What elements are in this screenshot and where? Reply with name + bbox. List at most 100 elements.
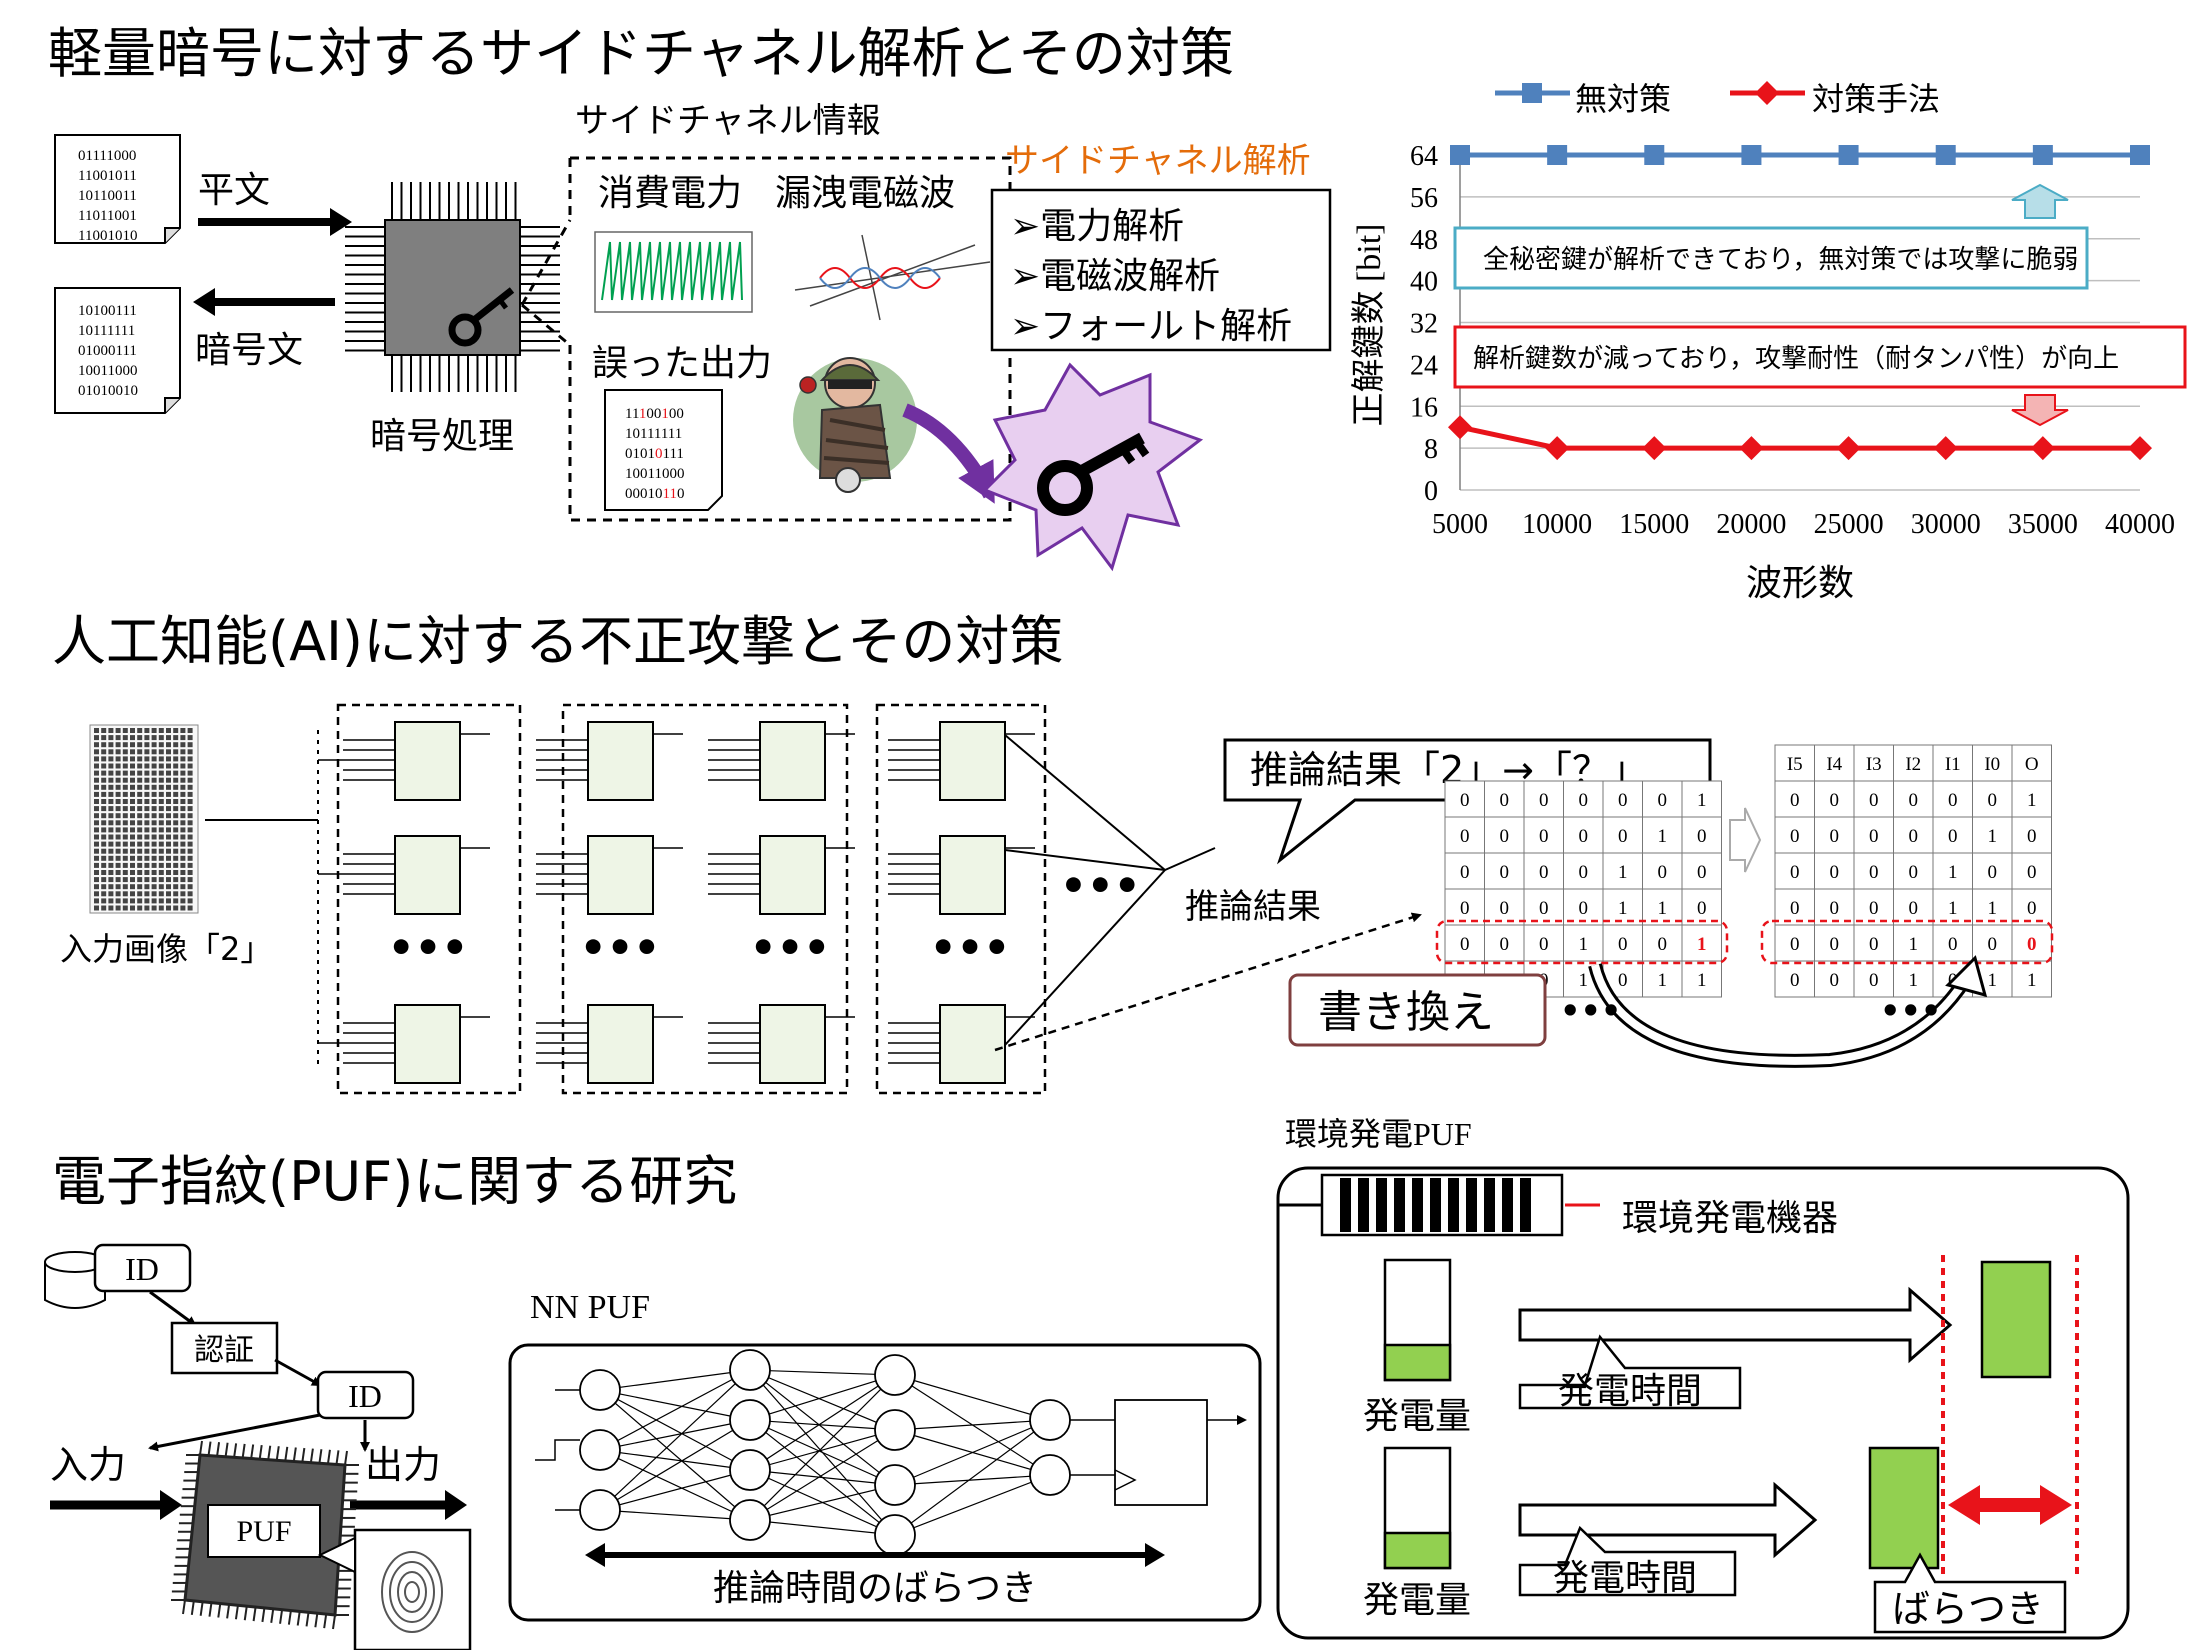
table-cell: 0 — [1988, 934, 1998, 955]
input-image-label: 入力画像「2」 — [60, 930, 272, 968]
table-cell: 0 — [1460, 790, 1470, 811]
variation-arrow-left — [585, 1543, 605, 1567]
table-cell: 0 — [1790, 970, 1800, 991]
nn-ellipsis: ••• — [930, 923, 1011, 972]
ciphertext-bits: 10100111 — [78, 303, 137, 319]
fingerprint-icon — [381, 1551, 443, 1633]
nnpuf-neuron — [729, 1399, 771, 1441]
nn-neuron-unit — [939, 721, 1006, 801]
variation-arrow-right-head — [2040, 1485, 2072, 1525]
chart-y-tick-label: 0 — [1424, 476, 1438, 507]
table-cell: 0 — [1830, 898, 1840, 919]
nn-neuron-unit — [394, 721, 461, 801]
nn-neuron-unit — [759, 721, 826, 801]
nn-neuron-unit — [939, 1004, 1006, 1084]
energy-harvester-icon — [1320, 1173, 1564, 1237]
sidechannel-info-label: サイドチャネル情報 — [575, 101, 881, 141]
table-cell: 0 — [1790, 862, 1800, 883]
crypto-chip — [345, 182, 560, 392]
analysis-item-power: ➢電力解析 — [1010, 206, 1184, 247]
table-cell: 1 — [1988, 826, 1998, 847]
power-waveform — [594, 231, 753, 313]
chart-point — [1741, 145, 1762, 165]
chart-annotation-resistant — [1453, 325, 2187, 389]
section3-title: 電子指紋(PUF)に関する研究 — [52, 1150, 737, 1213]
ciphertext-bits: 01000111 — [78, 343, 137, 359]
section2-title: 人工知能(AI)に対する不正攻撃とその対策 — [52, 610, 1063, 673]
table-cell: 0 — [1500, 790, 1510, 811]
em-label: 漏洩電磁波 — [775, 173, 955, 214]
table-cell: 1 — [1909, 970, 1919, 991]
chart-point — [2032, 145, 2053, 165]
nnpuf-neuron — [874, 1354, 916, 1396]
table-cell: 0 — [1790, 898, 1800, 919]
chart-x-tick-label: 30000 — [1911, 509, 1981, 540]
nnpuf-neuron — [729, 1499, 771, 1541]
table-cell: 0 — [2027, 826, 2037, 847]
processing-label: 暗号処理 — [370, 416, 514, 457]
nnpuf-neuron — [1029, 1399, 1071, 1441]
chart-point — [1547, 145, 1568, 165]
nn-neuron-unit — [759, 1004, 826, 1084]
table-cell: 0 — [1539, 898, 1549, 919]
nn-neuron-unit — [394, 1004, 461, 1084]
table-cell: 1 — [2027, 970, 2037, 991]
variation-arrow-left-head — [1948, 1485, 1980, 1525]
table-cell: 0 — [1697, 826, 1707, 847]
table-cell: 0 — [1539, 862, 1549, 883]
table-cell: 1 — [2027, 790, 2037, 811]
nnpuf-neuron — [579, 1429, 621, 1471]
input-label: 入力 — [50, 1443, 126, 1487]
table-cell: 1 — [1658, 898, 1668, 919]
time-arrow-1 — [1518, 1286, 1953, 1364]
id-box-chip — [316, 1370, 415, 1420]
table-cell: 0 — [1539, 826, 1549, 847]
nn-neuron-unit — [587, 721, 654, 801]
table-cell: 1 — [1579, 934, 1589, 955]
big-key-icon — [1037, 432, 1150, 516]
table-cell: I1 — [1945, 754, 1961, 775]
table-cell: 0 — [1697, 898, 1707, 919]
table-cell: 0 — [1869, 970, 1879, 991]
inference-result-label: 推論結果 — [1185, 887, 1321, 927]
chart-y-tick-label: 32 — [1410, 309, 1438, 340]
table-cell: 0 — [1500, 826, 1510, 847]
table-cell: I5 — [1787, 754, 1803, 775]
table-cell: 0 — [1909, 826, 1919, 847]
table-cell: 0 — [1790, 790, 1800, 811]
nn-neuron-unit — [587, 835, 654, 915]
chart-point — [1933, 436, 1958, 461]
power-time-label-1: 発電時間 — [1558, 1371, 1702, 1412]
down-arrow-icon — [2011, 394, 2069, 427]
chart-point — [2128, 436, 2152, 461]
section1-title: 軽量暗号に対するサイドチャネル解析とその対策 — [48, 22, 1234, 85]
table-cell: 0 — [1909, 898, 1919, 919]
steal-arrow — [902, 403, 997, 504]
chart-y-tick-label: 56 — [1410, 183, 1438, 214]
table-cell: 1 — [1988, 898, 1998, 919]
chart-point — [2030, 436, 2055, 461]
input-image-2 — [89, 724, 199, 914]
nn-layer-block — [875, 703, 1047, 1095]
nn-variation-label: 推論時間のばらつき — [713, 1568, 1037, 1609]
output-block-2 — [1868, 1446, 1940, 1570]
time-arrow-2 — [1518, 1481, 1818, 1559]
table-transform-arrow — [1729, 807, 1762, 873]
table-cell: 1 — [1988, 970, 1998, 991]
table-cell: 0 — [1948, 826, 1958, 847]
table-cell: 0 — [1618, 790, 1628, 811]
table-cell: I0 — [1984, 754, 2000, 775]
chart-series-line-1 — [1459, 424, 2140, 451]
rewrite-box — [1288, 973, 1547, 1047]
table-cell: 0 — [1988, 862, 1998, 883]
puf-label: PUF — [236, 1515, 291, 1548]
variation-arrow-right — [1145, 1543, 1165, 1567]
nnpuf-neuron — [874, 1514, 916, 1556]
chart-point — [1450, 145, 1470, 165]
nn-neuron-unit — [759, 835, 826, 915]
chart-point — [1448, 415, 1472, 440]
rewrite-label: 書き換え — [1318, 987, 1494, 1038]
